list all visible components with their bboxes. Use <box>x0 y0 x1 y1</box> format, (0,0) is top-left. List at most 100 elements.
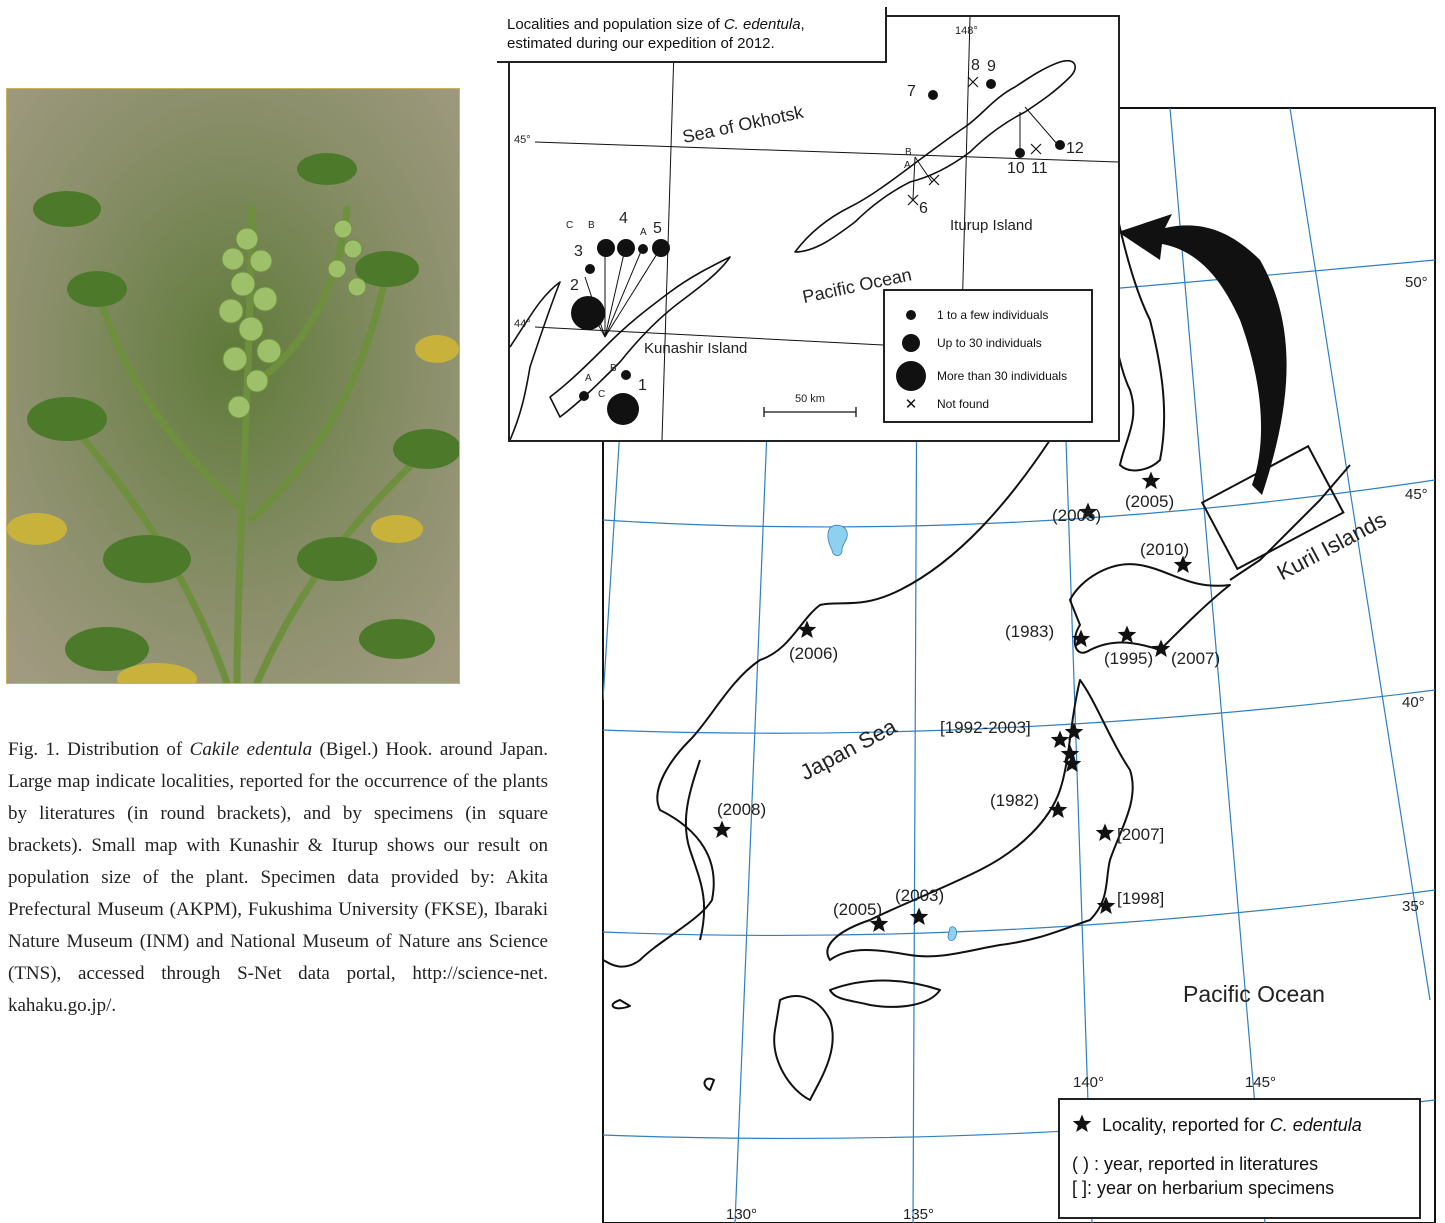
site-6b-sub: B <box>905 147 912 158</box>
lake-khanka <box>827 524 848 556</box>
cross-icon: ✕ <box>904 396 918 413</box>
map-legend: Locality, reported for C. edentula ( ) :… <box>1058 1098 1421 1219</box>
lon-line-145 <box>1169 108 1266 1223</box>
site-4a-dot <box>638 244 648 254</box>
caption-fig-label: Fig. 1. Distribution of <box>8 739 190 760</box>
lat-label-50: 50° <box>1405 274 1428 291</box>
site-1c-dot <box>579 391 589 401</box>
site-6-cross <box>907 194 919 206</box>
inset-title-species: C. edentula <box>723 16 801 33</box>
legend-small-label: 1 to a few individuals <box>937 308 1049 322</box>
plant-photo <box>6 88 460 684</box>
large-dot-icon <box>896 361 926 391</box>
legend-star-species: C. edentula <box>1269 1115 1362 1135</box>
record-label-1983: (1983) <box>1005 622 1055 641</box>
site-6b-cross <box>928 174 940 186</box>
lon-label-145: 145° <box>1245 1074 1277 1091</box>
lat-45-label: 45° <box>514 134 531 146</box>
record-label-1995: (1995) <box>1104 649 1154 668</box>
inset-map: Sea of Okhotsk Pacific Ocean Iturup Isla… <box>508 15 1120 442</box>
inset-title-line2: estimated during our expedition of 2012. <box>507 35 775 52</box>
site-5-dot <box>652 239 670 257</box>
lat-44-label: 44° <box>514 318 531 330</box>
figure-caption: Fig. 1. Distribution of Cakile edentula … <box>8 734 548 1022</box>
site-1b-sub: B <box>610 363 617 374</box>
inset-title-post: , <box>800 16 805 33</box>
legend-large-dot-row: More than 30 individuals <box>885 361 1067 391</box>
site-5-label: 5 <box>653 220 662 237</box>
kyushu-coast <box>773 995 834 1101</box>
site-2-dot <box>571 296 605 330</box>
site-3-label: 3 <box>574 243 583 260</box>
inset-graticule <box>534 17 1118 440</box>
site-8-cross <box>967 76 979 88</box>
small-dot-icon <box>906 310 916 320</box>
site-1-dot <box>607 393 639 425</box>
record-label-2006: (2006) <box>789 644 839 663</box>
scale-label: 50 km <box>795 393 825 405</box>
site-1-label: 1 <box>638 377 647 394</box>
inset-arrow <box>1118 214 1287 495</box>
sakhalin-coast <box>1099 108 1166 472</box>
record-label-1992-2003: [1992-2003] <box>940 718 1031 737</box>
legend-medium-label: Up to 30 individuals <box>937 336 1042 350</box>
inset-coastlines <box>510 59 1076 440</box>
plant-photo-illustration <box>7 89 459 683</box>
asia-coast <box>603 439 1051 968</box>
star-icon <box>1072 1114 1092 1132</box>
scale-bar <box>763 407 857 417</box>
lon-label-140: 140° <box>1073 1074 1105 1091</box>
kuril-box <box>1200 444 1345 571</box>
not-found-crosses <box>907 76 1042 206</box>
site-4b-dot <box>617 239 635 257</box>
lat-label-40: 40° <box>1402 694 1425 711</box>
caption-text: (Bigel.) Hook. around Japan. Large map i… <box>8 739 549 1016</box>
inset-sites <box>571 76 1065 425</box>
site-12-dot <box>1055 140 1065 150</box>
lake-biwa <box>947 926 957 941</box>
site-8-label: 8 <box>971 57 980 74</box>
legend-cross-label: Not found <box>937 397 990 411</box>
lat-label-45: 45° <box>1405 486 1428 503</box>
site-11-label: 11 <box>1031 160 1048 177</box>
lon-label-135: 135° <box>903 1206 935 1223</box>
record-label-2003: (2003) <box>895 886 945 905</box>
site-10-dot <box>1015 148 1025 158</box>
site-3-dot <box>585 264 595 274</box>
site-11-cross <box>1030 143 1042 155</box>
site-1b-dot <box>621 370 631 380</box>
site-9-dot <box>986 79 996 89</box>
site-6-label: 6 <box>919 200 928 217</box>
lon-148-label: 148° <box>955 25 978 37</box>
lat-line-40 <box>603 689 1435 734</box>
small-island-2 <box>611 999 631 1010</box>
legend-star-label: Locality, reported for <box>1102 1115 1270 1135</box>
site-4-label: 4 <box>619 210 628 227</box>
legend-large-label: More than 30 individuals <box>937 369 1068 383</box>
record-label-2007: (2007) <box>1171 649 1221 668</box>
site-2-label: 2 <box>570 277 579 294</box>
record-label-1982: (1982) <box>990 791 1040 810</box>
site-4c-dot <box>597 239 615 257</box>
legend-square-bracket: [ ]: year on herbarium specimens <box>1072 1178 1335 1198</box>
lon-label-130: 130° <box>726 1206 758 1223</box>
site-1a-sub: A <box>585 373 592 384</box>
hokkaido-inset-coast <box>510 281 561 440</box>
legend-small-dot-row: 1 to a few individuals <box>885 305 1048 325</box>
record-label-2005-c: (2005) <box>833 900 883 919</box>
site-4a-sub: A <box>640 227 647 238</box>
site-12-label: 12 <box>1066 140 1084 157</box>
inset-title: Localities and population size of C. ede… <box>497 7 887 63</box>
caption-species: Cakile edentula <box>189 739 313 760</box>
inset-map-drawing <box>510 17 1118 440</box>
legend-medium-dot-row: Up to 30 individuals <box>885 333 1042 353</box>
small-island-1 <box>703 1077 715 1091</box>
lon-line-150 <box>1289 108 1431 1001</box>
site-leader-lines <box>584 106 1059 338</box>
record-label-1998: [1998] <box>1117 889 1165 908</box>
legend-round-bracket: ( ) : year, reported in literatures <box>1072 1154 1319 1174</box>
site-6a-sub: A <box>904 160 911 171</box>
inset-title-pre: Localities and population size of <box>507 16 724 33</box>
site-9-label: 9 <box>987 58 996 75</box>
record-label-2010: (2010) <box>1140 540 1190 559</box>
